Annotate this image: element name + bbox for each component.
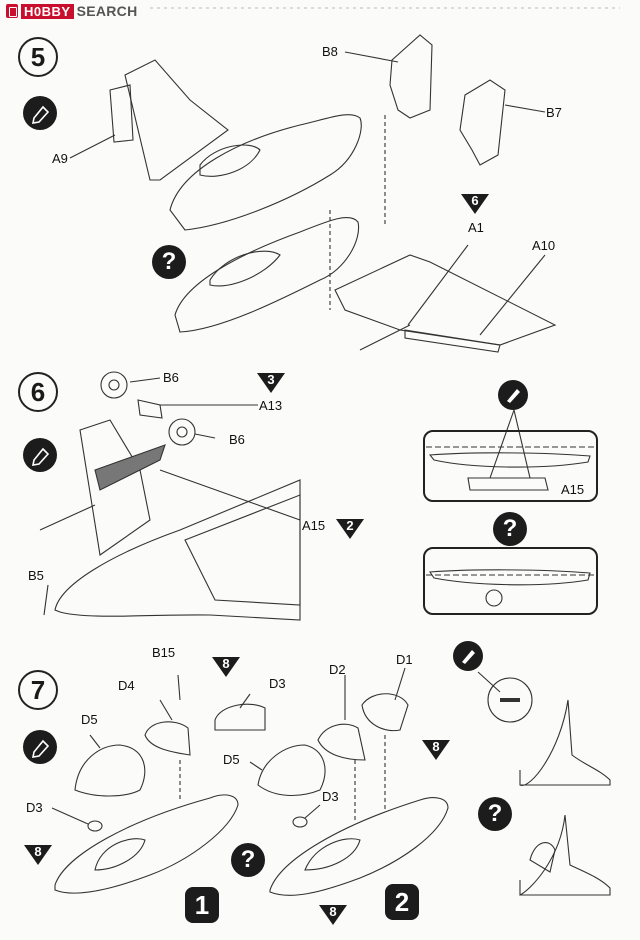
cowling-b7-drawing (459, 79, 506, 166)
canopy-d3-drawing (214, 703, 266, 731)
tail-fin-a9-drawing (124, 59, 229, 181)
canopy-d2-drawing (317, 723, 366, 761)
knife-icon (453, 641, 483, 671)
part-label-d3: D3 (269, 676, 286, 691)
canopy-d5-left-drawing (74, 744, 146, 797)
step-ref-marker: 8 (210, 655, 242, 679)
detail-frame-lower (423, 547, 598, 615)
question-mark-icon: ? (152, 245, 186, 279)
logo-text-hobby: H0BBY (21, 3, 74, 19)
part-label-b6: B6 (229, 432, 245, 447)
step-ref-marker: 8 (22, 843, 54, 867)
canopy-d1-drawing (361, 693, 409, 732)
part-label-a1: A1 (468, 220, 484, 235)
part-label-a15: A15 (302, 518, 326, 533)
logo-icon (6, 4, 18, 18)
part-label-a15: A15 (561, 482, 585, 497)
question-mark-icon: ? (478, 797, 512, 831)
cowling-b8-drawing (389, 34, 433, 119)
part-label-b5: B5 (28, 568, 44, 583)
step-ref-marker: 6 (459, 192, 491, 216)
variant-number-2: 2 (385, 884, 419, 920)
part-label-b8: B8 (322, 44, 338, 59)
question-mark-icon: ? (493, 512, 527, 546)
hobby-search-logo[interactable]: H0BBY SEARCH (6, 3, 138, 19)
logo-text-search: SEARCH (76, 3, 138, 19)
wing-drawing (334, 254, 557, 346)
part-label-a13: A13 (259, 398, 283, 413)
part-label-b7: B7 (546, 105, 562, 120)
canopy-d4-drawing (144, 721, 191, 756)
part-label-a10: A10 (532, 238, 556, 253)
fuselage-step7-left-drawing (54, 794, 239, 894)
step-number-6: 6 (18, 372, 58, 412)
knife-icon (498, 380, 528, 410)
glue-icon (23, 730, 57, 764)
fuselage-lower-drawing (174, 216, 360, 333)
part-label-d4: D4 (118, 678, 135, 693)
canopy-d5-right-drawing (257, 744, 326, 797)
part-label-d5: D5 (223, 752, 240, 767)
step-ref-marker: 2 (334, 517, 366, 541)
step-number-7: 7 (18, 670, 58, 710)
glue-icon (23, 438, 57, 472)
fuselage-upper-drawing (169, 114, 362, 231)
part-label-d3: D3 (322, 789, 339, 804)
part-label-d2: D2 (329, 662, 346, 677)
step-number-5: 5 (18, 37, 58, 77)
step-ref-marker: 8 (317, 903, 349, 927)
part-label-a9: A9 (52, 151, 68, 166)
part-label-d3: D3 (26, 800, 43, 815)
step-ref-marker: 3 (255, 371, 287, 395)
detail-frame-upper (423, 430, 598, 502)
part-label-b6: B6 (163, 370, 179, 385)
part-label-d5: D5 (81, 712, 98, 727)
step-ref-marker: 8 (420, 738, 452, 762)
aircraft-step6-drawing (54, 479, 301, 621)
fuselage-step7-right-drawing (269, 797, 449, 896)
glue-icon (23, 96, 57, 130)
header-bar: H0BBY SEARCH (0, 0, 640, 22)
part-label-d1: D1 (396, 652, 413, 667)
variant-number-1: 1 (185, 887, 219, 923)
question-mark-icon: ? (231, 843, 265, 877)
part-label-b15: B15 (152, 645, 176, 660)
